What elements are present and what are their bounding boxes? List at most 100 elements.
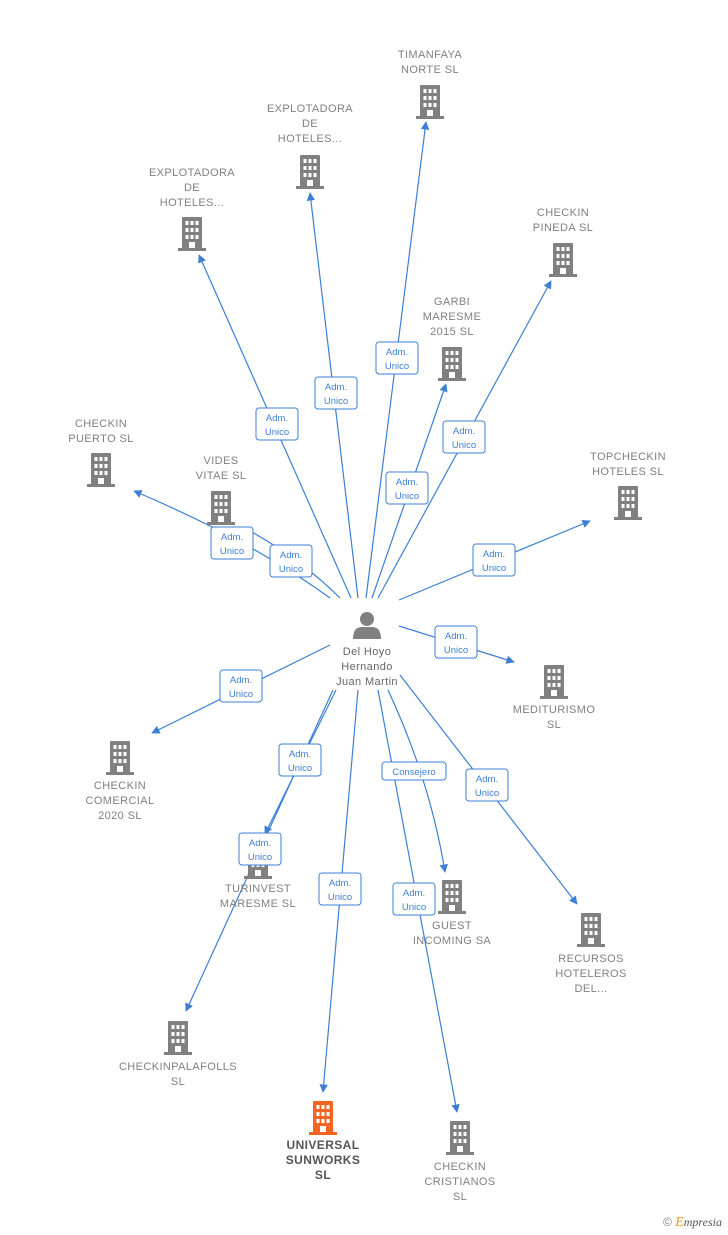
company-node-mediturismo[interactable]: MEDITURISMO SL (513, 665, 596, 731)
role-badge-text: Adm. (386, 347, 408, 358)
company-label: COMERCIAL (86, 795, 155, 807)
company-label: NORTE SL (401, 64, 459, 76)
company-label: EXPLOTADORA (267, 103, 353, 115)
company-node-checkin-pineda[interactable]: CHECKIN PINEDA SL (533, 207, 593, 277)
company-label: RECURSOS (558, 953, 624, 965)
building-icon (106, 741, 134, 775)
role-badge-guest[interactable]: Consejero (381, 761, 447, 781)
company-node-checkinpalafolls[interactable]: CHECKINPALAFOLLS SL (119, 1021, 237, 1088)
building-icon (614, 486, 642, 520)
role-badge-text: Adm. (221, 532, 243, 543)
company-label: CHECKIN (94, 780, 146, 792)
role-badge-text: Adm. (476, 774, 498, 785)
company-label: 2020 SL (98, 810, 142, 822)
building-icon (296, 155, 324, 189)
company-label: VITAE SL (196, 470, 247, 482)
company-label: CHECKIN (537, 207, 589, 219)
company-label: GARBI (434, 296, 470, 308)
company-label: 2015 SL (430, 326, 474, 338)
company-node-checkin-puerto[interactable]: CHECKIN PUERTO SL (68, 418, 134, 487)
company-label: SL (171, 1076, 185, 1088)
role-badge-checkin-cristianos[interactable]: Adm. Unico (392, 882, 436, 916)
person-label: Del Hoyo (343, 646, 391, 658)
company-label: TIMANFAYA (398, 49, 463, 61)
person-label: Juan Martin (336, 676, 398, 688)
role-badge-text: Adm. (445, 631, 467, 642)
company-label: PUERTO SL (68, 433, 134, 445)
company-node-recursos[interactable]: RECURSOSHOTELEROSDEL... (555, 913, 626, 995)
role-badge-garbi[interactable]: Adm.Unico (385, 471, 429, 505)
person-icon (353, 612, 381, 639)
building-icon (438, 347, 466, 381)
company-label: UNIVERSAL (287, 1138, 360, 1152)
role-badge-explotadora1[interactable]: Adm. Unico (255, 407, 299, 441)
company-node-explotadora1[interactable]: EXPLOTADORA DE HOTELES... (149, 167, 235, 251)
role-badge-text: Adm. (280, 550, 302, 561)
role-badge-text: Unico (328, 892, 352, 903)
role-badge-text: Unico (265, 427, 289, 438)
company-label: DE (184, 182, 200, 194)
company-node-vides[interactable]: VIDES VITAE SL (196, 455, 247, 525)
role-badge-checkin-comercial[interactable]: Adm.Unico (219, 669, 263, 703)
company-node-explotadora2[interactable]: EXPLOTADORADEHOTELES... (267, 103, 353, 189)
role-badge-text: Adm. (230, 675, 252, 686)
company-label: CHECKIN (434, 1161, 486, 1173)
role-badge-text: Unico (279, 564, 303, 575)
role-badge-text: Unico (444, 645, 468, 656)
role-badge-text: Adm. (325, 382, 347, 393)
company-label: GUEST (432, 920, 472, 932)
role-badge-text: Adm. (483, 549, 505, 560)
role-badge-text: Unico (452, 440, 476, 451)
company-label: DEL... (575, 983, 608, 995)
role-badge-text: Unico (482, 563, 506, 574)
building-icon (178, 217, 206, 251)
company-label: HOTELES SL (592, 466, 664, 478)
brand-logo: Empresia (675, 1215, 722, 1230)
role-badge-vides[interactable]: Adm. Unico (269, 544, 313, 578)
company-label: SL (547, 719, 561, 731)
company-label: MEDITURISMO (513, 704, 596, 716)
building-icon (164, 1021, 192, 1055)
role-badge-turinvest[interactable]: Adm.Unico (278, 743, 322, 777)
company-label: CHECKINPALAFOLLS (119, 1061, 237, 1073)
building-icon (416, 85, 444, 119)
role-badge-text: Adm. (403, 888, 425, 899)
building-icon (87, 453, 115, 487)
role-badge-text: Unico (402, 902, 426, 913)
role-badge-topcheckin[interactable]: Adm. Unico (472, 543, 516, 577)
role-badge-checkinpalafolls[interactable]: Adm.Unico (238, 832, 282, 866)
role-badge-checkin-puerto[interactable]: Adm.Unico (210, 526, 254, 560)
role-badge-checkin-pineda[interactable]: Adm.Unico (442, 420, 486, 454)
company-label: PINEDA SL (533, 222, 593, 234)
role-badge-text: Unico (324, 396, 348, 407)
building-icon (540, 665, 568, 699)
role-badge-recursos[interactable]: Adm.Unico (465, 768, 509, 802)
role-badge-text: Adm. (266, 413, 288, 424)
company-node-timanfaya[interactable]: TIMANFAYA NORTE SL (398, 49, 463, 119)
person-label: Hernando (341, 661, 393, 673)
role-badge-mediturismo[interactable]: Adm. Unico (434, 625, 478, 659)
company-label: EXPLOTADORA (149, 167, 235, 179)
role-badge-text: Adm. (329, 878, 351, 889)
role-badge-text: Unico (248, 852, 272, 863)
company-label: CHECKIN (75, 418, 127, 430)
role-badge-timanfaya[interactable]: Adm. Unico (375, 341, 419, 375)
company-node-checkin-comercial[interactable]: CHECKIN COMERCIAL 2020 SL (86, 741, 155, 822)
company-label: VIDES (203, 455, 238, 467)
role-badge-explotadora2[interactable]: Adm. Unico (314, 376, 358, 410)
role-badge-universal[interactable]: Adm. Unico (318, 872, 362, 906)
building-icon (446, 1121, 474, 1155)
company-label: HOTELES... (160, 197, 225, 209)
role-badge-text: Unico (385, 361, 409, 372)
company-label: CRISTIANOS (424, 1176, 495, 1188)
edge-guest (387, 689, 448, 873)
building-icon (438, 880, 466, 914)
